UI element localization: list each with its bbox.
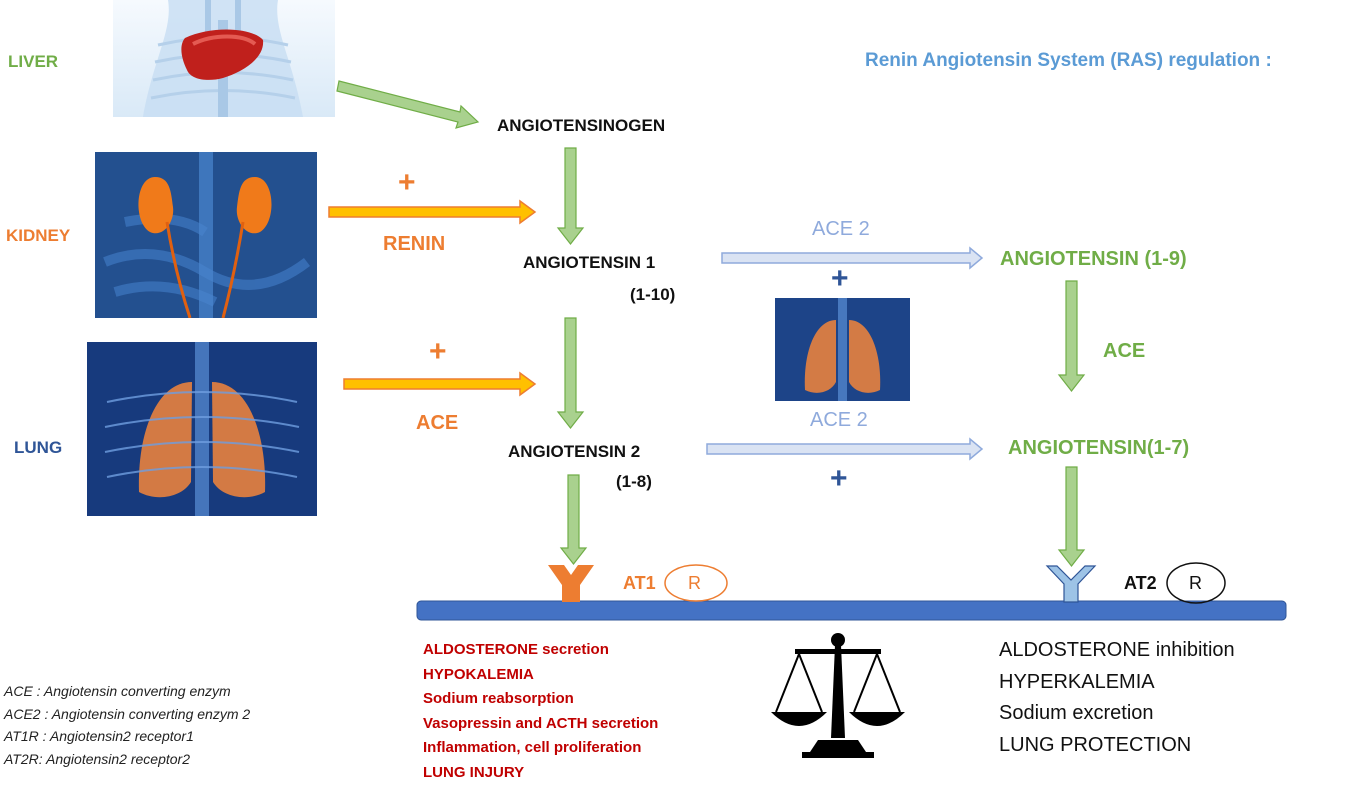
renin-label: RENIN [383, 233, 445, 256]
legend-item: AT2R: Angiotensin2 receptor2 [4, 748, 250, 771]
arrow-a19-a17 [1059, 281, 1084, 391]
angiotensin-1-9-node: ANGIOTENSIN (1-9) [1000, 248, 1187, 271]
ace2-arrow-top [722, 248, 982, 268]
at2-label: AT2 [1124, 573, 1157, 594]
cell-membrane [417, 601, 1286, 620]
liver-arrow [337, 81, 478, 128]
ace-label: ACE [416, 412, 458, 435]
angiotensin1-node: ANGIOTENSIN 1 [523, 253, 655, 273]
at2-effect-item: Sodium excretion [999, 698, 1235, 730]
legend-item: ACE2 : Angiotensin converting enzym 2 [4, 703, 250, 726]
ace-right-label: ACE [1103, 340, 1145, 363]
ace-plus: + [429, 335, 447, 369]
renin-arrow [329, 201, 535, 223]
ace2-label-bottom: ACE 2 [810, 409, 868, 432]
at1-effect-item: ALDOSTERONE secretion [423, 638, 658, 663]
lung-label: LUNG [14, 438, 62, 458]
liver-label: LIVER [8, 52, 58, 72]
angiotensin1-range: (1-10) [630, 285, 675, 305]
angiotensin2-range: (1-8) [616, 472, 652, 492]
ace2-arrow-bottom [707, 439, 982, 459]
renin-plus: + [398, 166, 416, 200]
ace-arrow [344, 373, 535, 395]
ace2-plus-bottom: + [830, 462, 848, 496]
legend-item: ACE : Angiotensin converting enzym [4, 680, 250, 703]
at1-effect-item: Sodium reabsorption [423, 687, 658, 712]
diagram-title: Renin Angiotensin System (RAS) regulatio… [865, 50, 1272, 72]
at1-effect-item: LUNG INJURY [423, 761, 658, 785]
abbreviation-legend: ACE : Angiotensin converting enzym ACE2 … [4, 680, 250, 770]
arrow-a2-at1 [561, 475, 586, 564]
at1-effect-item: HYPOKALEMIA [423, 663, 658, 688]
at1-effects-list: ALDOSTERONE secretion HYPOKALEMIA Sodium… [423, 638, 658, 785]
at2-receptor-shape [1047, 566, 1095, 602]
ace2-plus-top: + [831, 262, 849, 296]
angiotensin2-node: ANGIOTENSIN 2 [508, 442, 640, 462]
kidney-label: KIDNEY [6, 226, 70, 246]
arrow-a1-a2 [558, 318, 583, 428]
at1-effect-item: Inflammation, cell proliferation [423, 736, 658, 761]
at2-r-label: R [1189, 573, 1202, 594]
angiotensin-1-7-node: ANGIOTENSIN(1-7) [1008, 437, 1189, 460]
at1-r-label: R [688, 573, 701, 594]
arrow-a17-at2 [1059, 467, 1084, 566]
at1-label: AT1 [623, 573, 656, 594]
angiotensinogen-node: ANGIOTENSINOGEN [497, 116, 665, 136]
at1-effect-item: Vasopressin and ACTH secretion [423, 712, 658, 737]
at2-effect-item: HYPERKALEMIA [999, 667, 1235, 699]
ace2-label-top: ACE 2 [812, 218, 870, 241]
at2-effect-item: ALDOSTERONE inhibition [999, 635, 1235, 667]
arrow-agt-a1 [558, 148, 583, 244]
at2-effect-item: LUNG PROTECTION [999, 730, 1235, 762]
balance-scale-icon [771, 633, 905, 758]
legend-item: AT1R : Angiotensin2 receptor1 [4, 725, 250, 748]
at2-effects-list: ALDOSTERONE inhibition HYPERKALEMIA Sodi… [999, 635, 1235, 761]
at1-receptor-shape [548, 565, 594, 602]
